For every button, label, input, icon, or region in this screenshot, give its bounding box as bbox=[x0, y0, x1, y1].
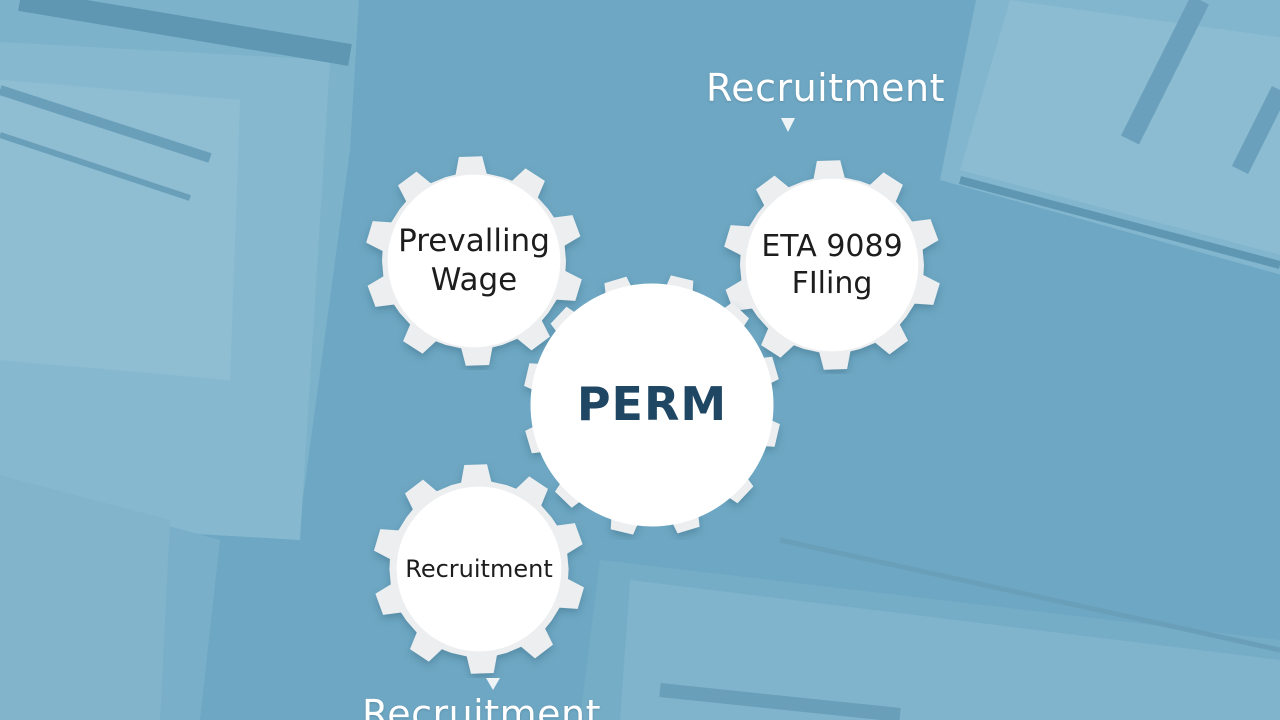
eta-9089-filing-gear: ETA 9089 FIling bbox=[716, 156, 948, 374]
recruitment-label: Recruitment bbox=[405, 555, 553, 583]
gear-icon bbox=[366, 156, 582, 366]
gear-center-disc bbox=[387, 174, 561, 348]
gear-center-disc bbox=[396, 486, 562, 652]
recruitment-gear: Recruitment bbox=[366, 460, 592, 678]
gear-icon bbox=[374, 464, 584, 674]
gear-center-disc bbox=[745, 178, 919, 352]
bottom-floating-label: Recruitment bbox=[362, 692, 602, 720]
pointer-pin-icon bbox=[781, 118, 795, 132]
perm-center-gear: PERM bbox=[516, 270, 788, 540]
perm-label: PERM bbox=[576, 377, 728, 432]
eta-9089-filing-label: ETA 9089 FIling bbox=[761, 228, 903, 302]
gear-icon bbox=[524, 275, 780, 535]
prevailing-wage-label: Prevalling Wage bbox=[398, 223, 550, 298]
top-floating-label: Recruitment bbox=[706, 66, 946, 110]
prevailing-wage-gear: Prevalling Wage bbox=[358, 152, 590, 370]
gear-icon bbox=[724, 160, 940, 370]
pointer-pin-icon bbox=[486, 678, 500, 690]
gear-center-disc bbox=[530, 283, 774, 527]
